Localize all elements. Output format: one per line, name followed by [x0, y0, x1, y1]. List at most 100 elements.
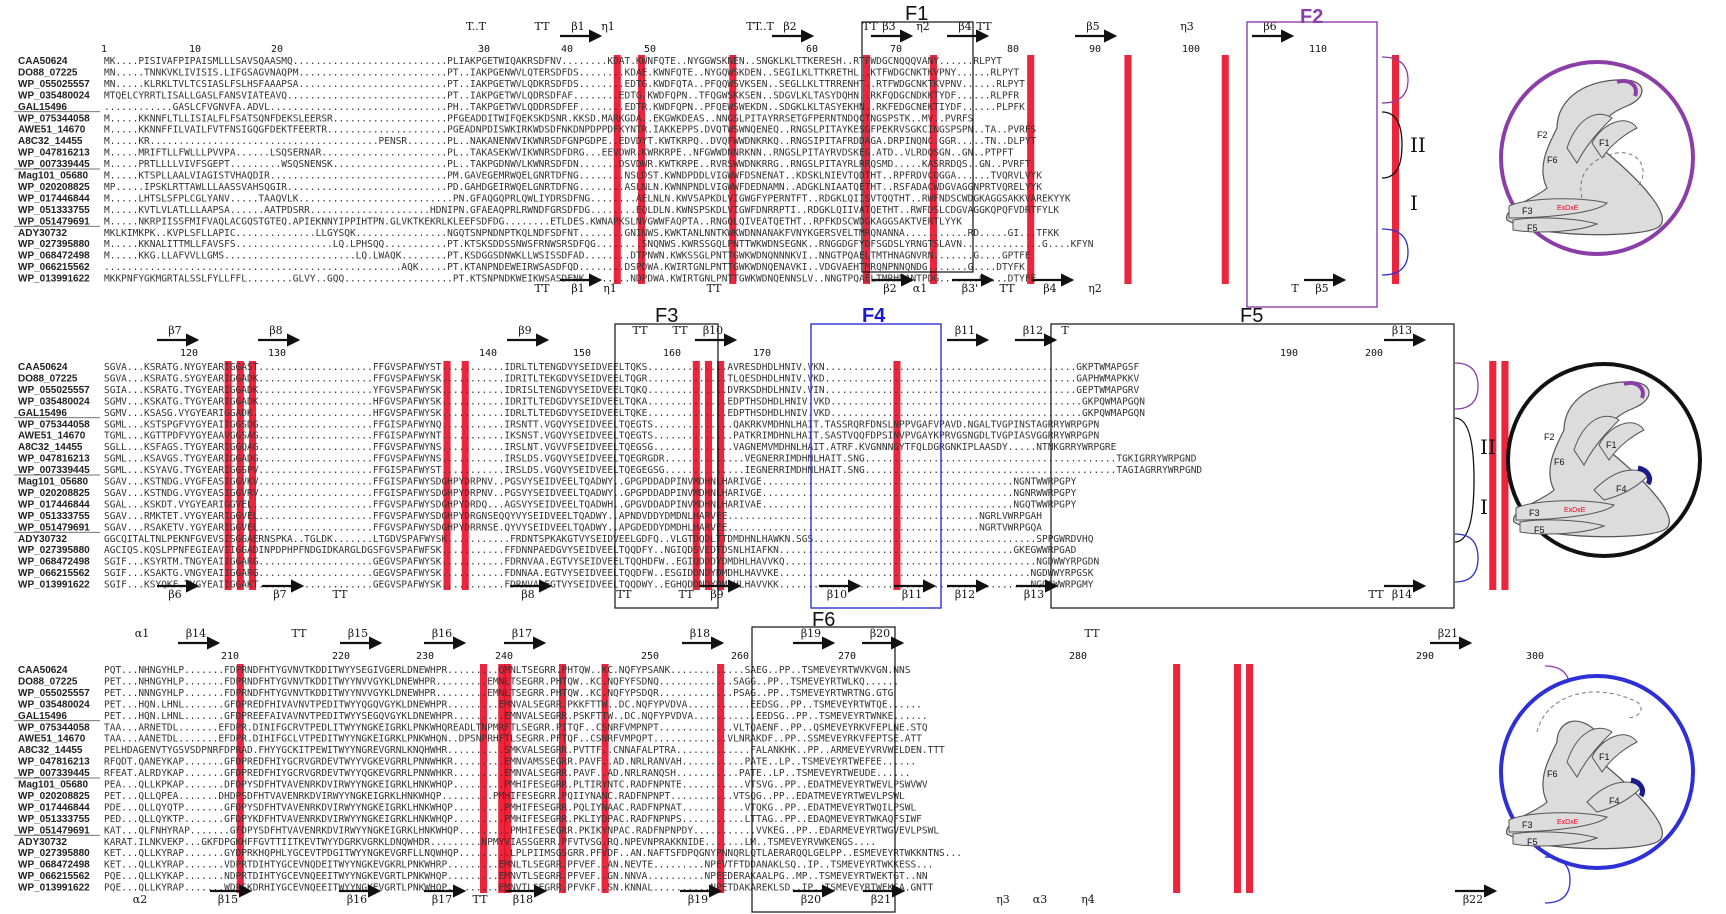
- conserved-column: [893, 361, 901, 590]
- conservation-highlights: [224, 55, 1509, 893]
- sequence-name: WP_020208825: [18, 488, 90, 499]
- conserved-column: [224, 361, 232, 590]
- finger-schematic-purple: F2 F6 F1 F3 F5 ExDxE: [1499, 60, 1695, 256]
- ruler-tick-label: 200: [1365, 348, 1383, 359]
- ss-label-top: β4: [958, 20, 971, 33]
- svg-text:F6: F6: [1554, 457, 1565, 467]
- ruler-tick-label: 130: [268, 348, 286, 359]
- conserved-column: [729, 55, 737, 284]
- ruler-tick-label: 160: [663, 348, 681, 359]
- sequence-name: WP_068472498: [18, 860, 90, 871]
- ruler-tick-label: 240: [495, 651, 513, 662]
- ss-label-bottom: TT: [617, 588, 633, 601]
- ss-label-top: β3: [882, 20, 895, 33]
- sequence-row: MN.....KLRKLTVLTCSIASLFSLHSFAAAPSA......…: [104, 79, 1025, 90]
- ss-label-bottom: β17: [432, 893, 452, 906]
- sequence-row: MKLKIMKPK..KVPLSFLLAPIC..............LLG…: [104, 228, 1059, 239]
- conserved-column: [1391, 55, 1400, 284]
- sequence-row: SGIF...KSYRTM.TNGYEAIIGGARG.............…: [104, 557, 1099, 568]
- sequence-name: WP_035480024: [18, 699, 90, 710]
- ruler-tick-label: 290: [1416, 651, 1434, 662]
- sequence-row: M.....KKNNFFILVAILFVTFNSIGQGFDEKTFEERTR.…: [104, 125, 1037, 136]
- sequence-name: WP_013991622: [18, 580, 90, 591]
- group-label-I-2: I: [1480, 495, 1488, 519]
- finger-box-F1: [861, 21, 974, 273]
- sequence-name: WP_047816213: [18, 148, 90, 159]
- ss-label-top: TT: [292, 627, 308, 640]
- sequence-name: DO88_07225: [18, 373, 78, 384]
- ruler-tick-label: 90: [1089, 44, 1101, 55]
- ruler-tick-label: 230: [416, 651, 434, 662]
- sequence-name: WP_075344058: [18, 113, 90, 124]
- ss-label-bottom: β3': [962, 282, 978, 295]
- finger-boxes: [614, 21, 1455, 913]
- sequence-name: WP_013991622: [18, 883, 90, 894]
- svg-text:F1: F1: [1606, 440, 1617, 450]
- finger-label-F6: F6: [812, 609, 835, 631]
- ss-label-top: η3: [1180, 20, 1194, 33]
- conserved-column: [1027, 55, 1035, 284]
- ss-label-bottom: β1: [571, 282, 584, 295]
- ss-label-bottom: α1: [913, 282, 927, 295]
- sequence-row: M.....PRTLLLLVIVFSGEPT.........WSQSNENSK…: [104, 159, 1031, 170]
- sequence-name: WP_047816213: [18, 757, 90, 768]
- ss-label-top: β19: [801, 627, 821, 640]
- sequence-row: SGLL...KSFAGS.TYGYEARIGGQAG.............…: [104, 442, 1117, 453]
- svg-text:F5: F5: [1527, 837, 1538, 847]
- ruler-tick-label: 190: [1280, 348, 1298, 359]
- conserved-column: [498, 664, 506, 893]
- sequence-name: WP_020208825: [18, 791, 90, 802]
- ss-label-top: β17: [512, 627, 532, 640]
- sequence-name: WP_051333755: [18, 511, 90, 522]
- sequence-name: Mag101_05680: [18, 171, 88, 182]
- conserved-column: [638, 55, 646, 284]
- sequence-row: KAT...QLFNHYRAP.......GFDPYSDFHTVAVENRKD…: [104, 825, 939, 836]
- svg-text:F5: F5: [1534, 525, 1545, 535]
- ruler-tick-label: 30: [478, 44, 490, 55]
- ss-label-bottom: TT: [1000, 282, 1016, 295]
- ruler-tick-label: 70: [890, 44, 902, 55]
- sequence-row: KET...QLLKYRAP.......VDPRTDIHTYGCEVNQDEI…: [104, 860, 933, 871]
- svg-text:F5: F5: [1527, 223, 1538, 233]
- sequence-name: WP_051333755: [18, 205, 90, 216]
- sequence-row: SGAV...KSTNDG.VYGFEASIGGVKV.............…: [104, 477, 1077, 488]
- svg-text:F4: F4: [1609, 796, 1620, 806]
- ss-label-top: β6: [1263, 20, 1276, 33]
- ss-label-bottom: β15: [218, 893, 238, 906]
- sequence-row: AGCIQS.KQSLPPNFEGIEAVIIGGADINPDPHPFNDGID…: [104, 545, 1077, 556]
- conserved-column: [1124, 55, 1132, 284]
- ruler-tick-label: 150: [573, 348, 591, 359]
- sequence-name: A8C32_14455: [18, 442, 83, 453]
- ss-label-bottom: TT: [473, 893, 489, 906]
- sequence-row: SGIF...KSAKTG.VNGYEAIIGGARG.............…: [104, 568, 1094, 579]
- sequence-name: WP_075344058: [18, 419, 90, 430]
- group-label-II-1: II: [1410, 133, 1426, 157]
- sequence-name: ADY30732: [18, 534, 67, 545]
- ss-label-bottom: β13: [1024, 588, 1044, 601]
- sequence-row: PEA...QLLKPKAP.......DFDPYSDFHTVAVENRKDV…: [104, 780, 928, 791]
- svg-text:ExDxE: ExDxE: [1557, 819, 1579, 826]
- ss-label-top: TT: [535, 20, 551, 33]
- ss-label-bottom: β2: [883, 282, 896, 295]
- ss-label-bottom: TT: [707, 282, 723, 295]
- ss-label-bottom: TT: [679, 588, 695, 601]
- sequence-name: WP_035480024: [18, 396, 90, 407]
- sequence-name: Mag101_05680: [18, 477, 88, 488]
- ss-label-bottom: β16: [347, 893, 367, 906]
- bracket-blue-1: [1381, 228, 1409, 276]
- ss-label-top: β20: [870, 627, 890, 640]
- sequence-name: Mag101_05680: [18, 780, 88, 791]
- conserved-column: [613, 55, 621, 284]
- finger-box-F6: [751, 626, 896, 913]
- sequence-name: WP_007339445: [18, 768, 90, 779]
- sequence-name: A8C32_14455: [18, 745, 83, 756]
- sequence-row: PELHDAGENVTYGSVSDPNRFDPRAD.FHYYGCKITPEWI…: [104, 745, 945, 756]
- sequence-name: CAA50624: [18, 665, 68, 676]
- sequence-row: RFEAT.ALRDYKAP.......GFDPREDFHIYGCRVGRDE…: [104, 768, 910, 779]
- ss-label-top: TT: [977, 20, 993, 33]
- sequence-name: AWE51_14670: [18, 125, 86, 136]
- conserved-column: [248, 361, 256, 590]
